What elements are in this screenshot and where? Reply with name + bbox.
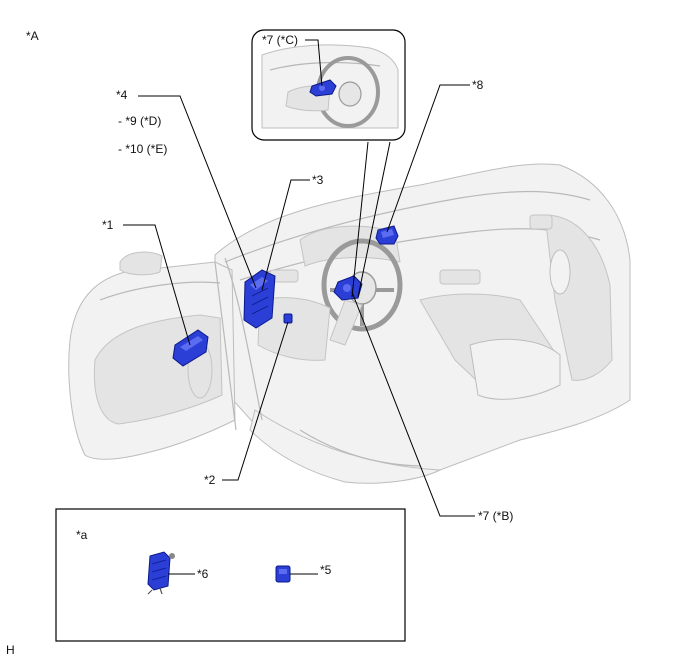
legend-part-5[interactable]: [275, 565, 291, 583]
legend-label: *a: [76, 528, 88, 542]
callout-4-sub-10: - *10 (*E): [118, 142, 167, 156]
callout-7-inset: *7 (*C): [262, 33, 298, 47]
callout-1: *1: [102, 218, 114, 232]
leader-lines: [123, 39, 475, 575]
side-mirror: [119, 251, 163, 276]
instrument-hood: [299, 225, 401, 267]
inset-steering-closeup: [251, 29, 406, 141]
inset-steering-column-switch[interactable]: [309, 79, 337, 97]
callout-8: *8: [472, 78, 484, 92]
corner-label: H: [6, 643, 15, 657]
floor: [249, 409, 442, 484]
callout-4-sub-9: - *9 (*D): [118, 114, 161, 128]
legend-item-5: *5: [320, 563, 332, 577]
labels: *A *1 *2 *3 *4 - *9 (*D) - *10 (*E) *7 (…: [6, 29, 513, 657]
vehicle-interior-illustration: [68, 163, 631, 484]
legend-item-6: *6: [197, 567, 209, 581]
legend-box: [55, 508, 406, 642]
callout-3: *3: [312, 173, 324, 187]
component-dash-upper-ecu[interactable]: [375, 225, 399, 245]
callout-4: *4: [116, 88, 128, 102]
component-door-switch-left[interactable]: [172, 329, 209, 367]
callout-7-main: *7 (*B): [478, 509, 513, 523]
component-main-body-ecu[interactable]: [243, 269, 276, 329]
view-label: *A: [26, 29, 39, 43]
legend-part-6[interactable]: [147, 551, 175, 595]
callout-2: *2: [204, 473, 216, 487]
component-small-sensor-lower[interactable]: [283, 313, 293, 324]
